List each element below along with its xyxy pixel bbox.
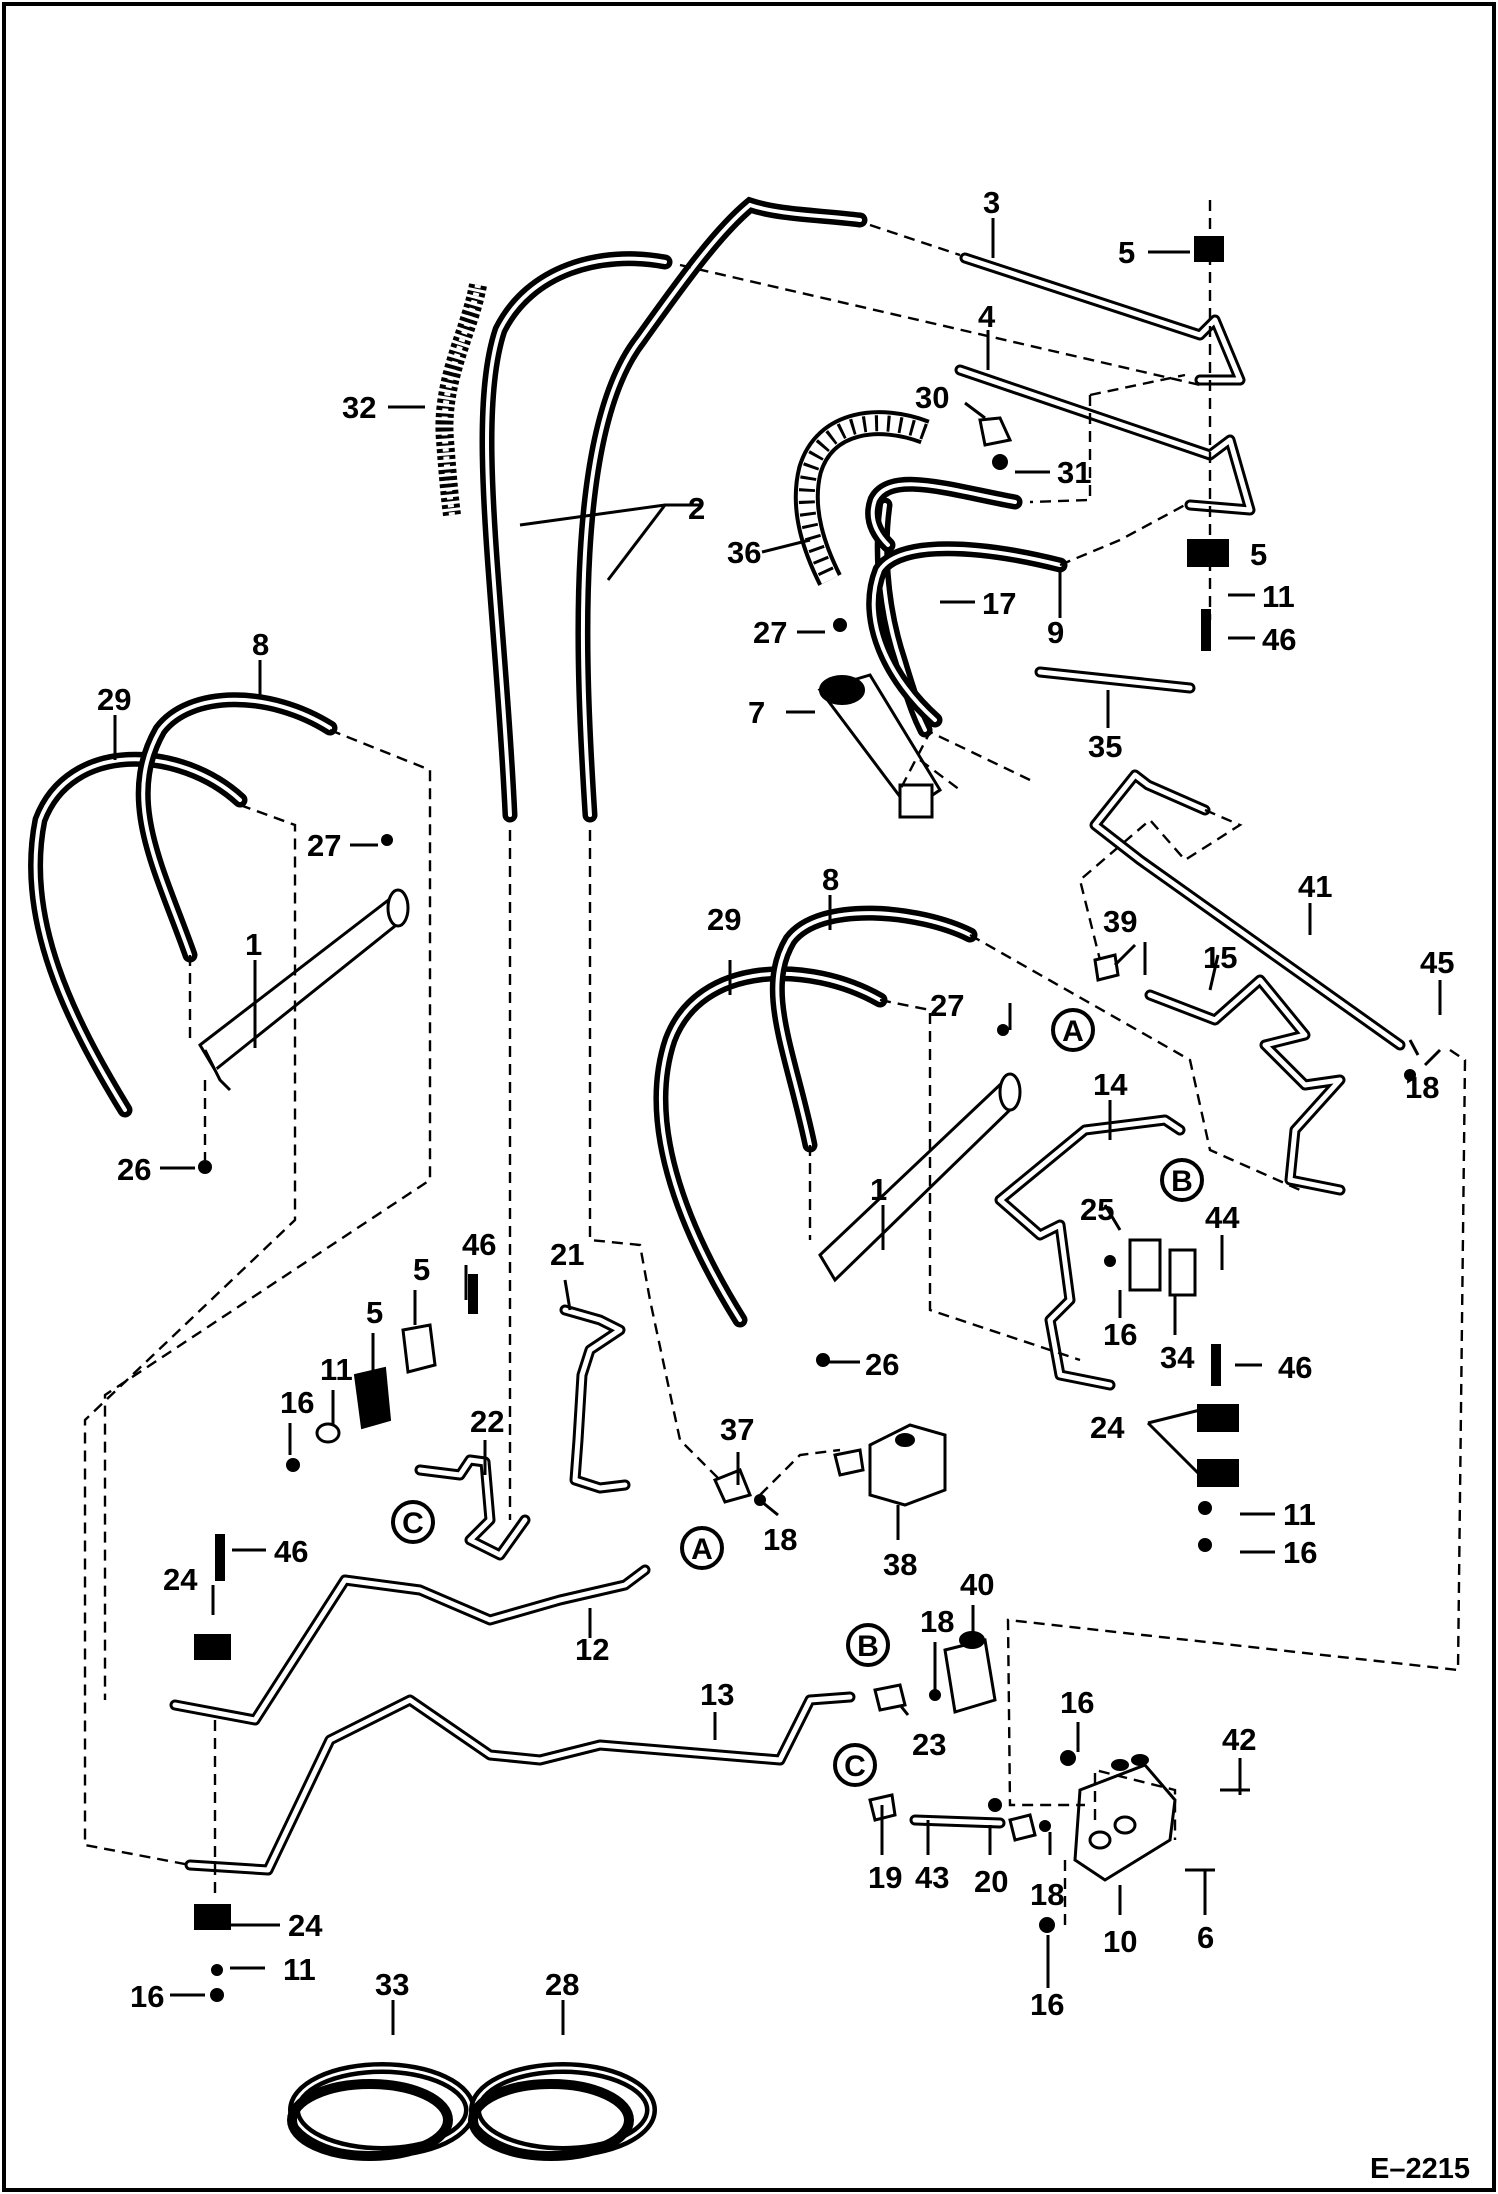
callout-16-bottom-left: 16 [130,1979,164,2014]
callout-27-right: 27 [930,988,964,1023]
callout-22: 22 [470,1404,504,1439]
callout-3: 3 [983,185,1000,220]
callout-28: 28 [545,1967,579,2002]
callout-46-left: 46 [274,1534,308,1569]
callout-13: 13 [700,1677,734,1712]
callout-43: 43 [915,1860,949,1895]
callout-16-bottom: 16 [1030,1987,1064,2022]
tubes [169,252,1406,1876]
callout-11-bottom: 11 [283,1952,316,1987]
callout-25: 25 [1080,1192,1114,1227]
marker-circle-c2 [833,1743,877,1787]
callout-46-mid: 46 [462,1227,496,1262]
callout-29-right: 29 [707,902,741,937]
callout-15: 15 [1203,940,1237,975]
callout-46-top: 46 [1262,622,1296,657]
callout-34: 34 [1160,1340,1195,1375]
callout-18-right: 18 [1405,1070,1439,1105]
callout-38: 38 [883,1547,917,1582]
callout-30: 30 [915,380,949,415]
callout-5-right: 5 [1250,537,1267,572]
callout-46-right: 46 [1278,1350,1312,1385]
callout-16-right: 16 [1283,1535,1317,1570]
callout-12: 12 [575,1632,609,1667]
callout-labels: 3 5 4 32 30 31 2 36 5 17 9 11 46 27 7 35… [97,185,1454,2022]
callout-27-top: 27 [753,615,787,650]
callout-18-bottom: 18 [1030,1877,1064,1912]
marker-c-upper: C [402,1507,424,1540]
callout-10: 10 [1103,1924,1137,1959]
dashed-routing [83,200,1467,1930]
callout-5-mid-a: 5 [413,1252,430,1287]
callout-5-top: 5 [1118,235,1135,270]
callout-37: 37 [720,1412,754,1447]
callout-11-right: 11 [1283,1497,1316,1532]
callout-29-left: 29 [97,682,131,717]
callout-39: 39 [1103,904,1137,939]
callout-23: 23 [912,1727,946,1762]
callout-24-bottom: 24 [288,1908,323,1943]
callout-8-right: 8 [822,862,839,897]
callout-2: 2 [688,491,705,526]
callout-42: 42 [1222,1722,1256,1757]
marker-b-lower: B [857,1630,879,1663]
callout-8-left: 8 [252,627,269,662]
marker-circle-b1 [1160,1158,1204,1202]
callout-32: 32 [342,390,376,425]
marker-circle-a1 [1051,1008,1095,1052]
callout-18-valve: 18 [920,1604,954,1639]
callout-24-left: 24 [163,1562,198,1597]
leader-lines [113,218,1442,2035]
callout-27-left: 27 [307,828,341,863]
callout-24-right: 24 [1090,1410,1125,1445]
callout-16-valve: 16 [1060,1685,1094,1720]
marker-b-upper: B [1171,1165,1193,1198]
callout-18-mid: 18 [763,1522,797,1557]
callout-21: 21 [550,1237,584,1272]
callout-16-mid: 16 [280,1385,314,1420]
callout-6: 6 [1197,1920,1214,1955]
marker-circle-c1 [391,1500,435,1544]
callout-26-left: 26 [117,1152,151,1187]
callout-11-top: 11 [1262,579,1295,614]
hoses [28,196,1068,1328]
callout-17: 17 [982,586,1016,621]
callout-11-mid: 11 [320,1352,353,1387]
components [194,236,1416,2002]
callout-40: 40 [960,1567,994,1602]
callout-41: 41 [1298,869,1332,904]
callout-16-bracket: 16 [1103,1317,1137,1352]
callout-5-mid-b: 5 [366,1295,383,1330]
marker-a-upper: A [1062,1015,1084,1048]
callout-4: 4 [978,299,996,334]
spiral-guards [435,283,930,586]
connection-markers: A B C A B C [391,1008,1204,1787]
marker-circle-b2 [846,1623,890,1667]
callout-44: 44 [1205,1200,1240,1235]
callout-35: 35 [1088,729,1122,764]
callout-19: 19 [868,1860,902,1895]
callout-36: 36 [727,535,761,570]
callout-26-right: 26 [865,1347,899,1382]
callout-20: 20 [974,1864,1008,1899]
callout-9: 9 [1047,615,1064,650]
marker-a-lower: A [691,1533,713,1566]
callout-45: 45 [1420,945,1454,980]
callout-33: 33 [375,1967,409,2002]
callout-14: 14 [1093,1067,1128,1102]
callout-7: 7 [748,695,765,730]
callout-1-right: 1 [870,1172,887,1207]
drawing-number: E–2215 [1370,2153,1470,2185]
marker-c-lower: C [844,1750,866,1783]
callout-1-left: 1 [245,927,262,962]
hose-coils [287,2062,657,2161]
marker-circle-a2 [680,1526,724,1570]
callout-31: 31 [1057,455,1091,490]
